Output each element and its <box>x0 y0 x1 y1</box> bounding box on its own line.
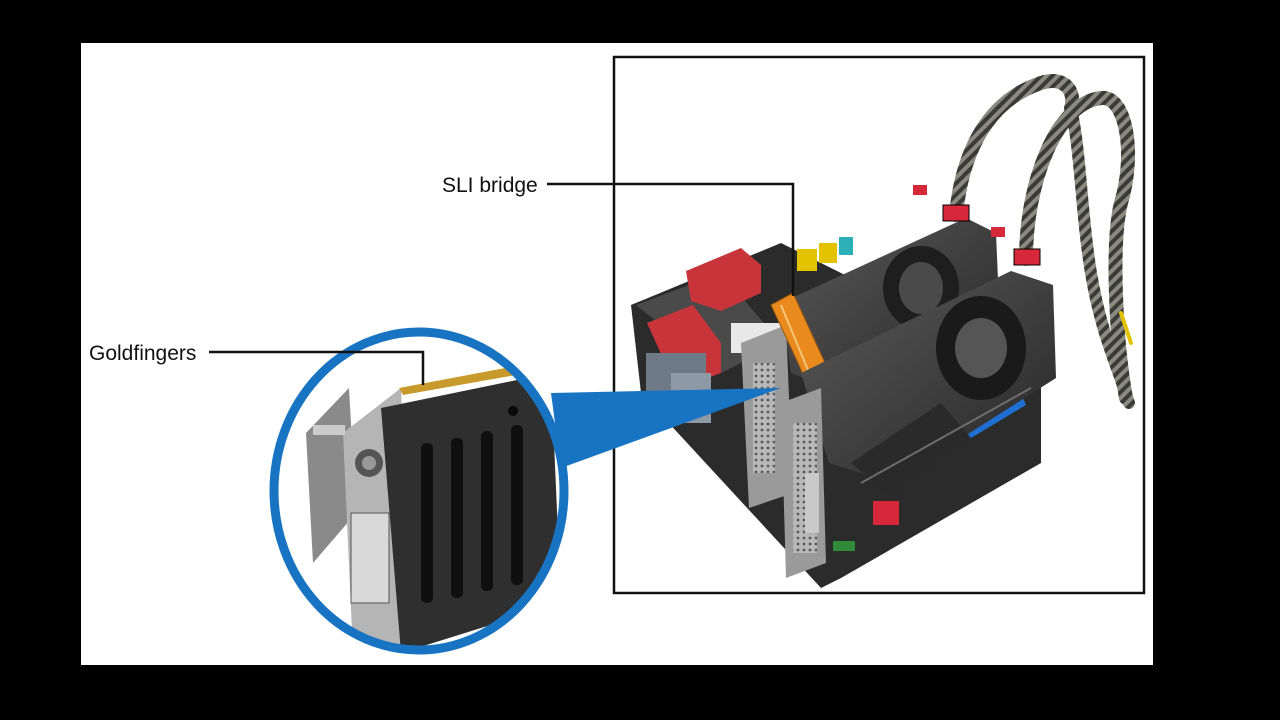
goldfingers-label: Goldfingers <box>89 342 196 365</box>
photo-panel <box>612 55 1146 595</box>
diagram-page: SLI bridge Goldfingers <box>81 43 1153 665</box>
sli-bridge-leader <box>547 182 795 296</box>
zoom-beam <box>551 388 781 468</box>
power-cables <box>913 74 1136 409</box>
goldfingers-leader <box>209 350 425 385</box>
graphics-card-front <box>781 271 1056 578</box>
power-cable-icon <box>949 74 1080 222</box>
red-heatsink-icon <box>686 248 761 311</box>
sli-bridge-label: SLI bridge <box>442 174 538 197</box>
zoom-lens-icon <box>269 327 569 655</box>
sli-installation-diagram: SLI bridge Goldfingers <box>89 55 1146 655</box>
